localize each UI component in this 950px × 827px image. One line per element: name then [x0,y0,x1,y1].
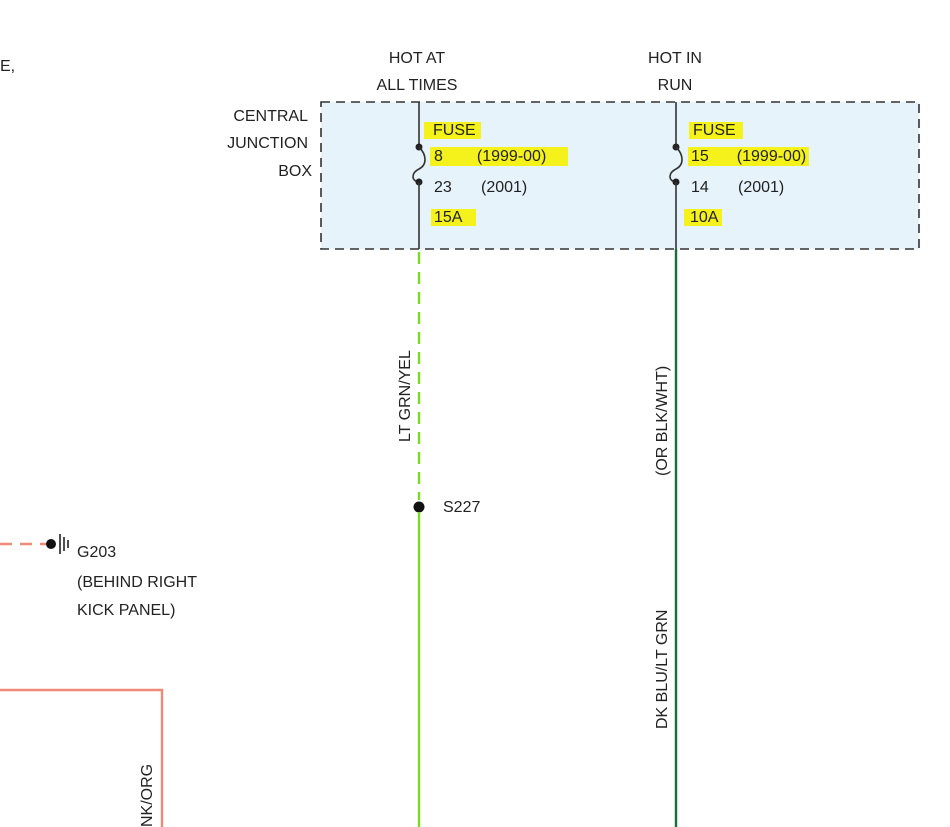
edge-text-fragment: E, [0,58,16,75]
wire-label-lt-grn-yel: LT GRN/YEL [397,350,414,442]
right-fuse-number-2001: 14 [691,179,709,196]
right-fuse-rating: 10A [684,209,723,226]
junction-box-label-line1: CENTRAL [233,108,308,125]
header-hot-at-line1: HOT AT [388,50,446,67]
wire-label-or-blk-wht: (OR BLK/WHT) [654,365,671,476]
left-fuse-title: FUSE [424,122,481,139]
ground-g203-dot [46,539,56,549]
junction-box-label-line2: JUNCTION [227,135,308,152]
left-fuse-rating: 15A [431,209,477,226]
wire-label-dk-blu-lt-grn: DK BLU/LT GRN [654,609,671,729]
left-fuse-symbol [412,146,426,183]
ground-location-line1: (BEHIND RIGHT [77,574,197,591]
ground-label: G203 [77,544,117,561]
ground-location-line2: KICK PANEL) [77,602,176,619]
left-fuse-number-1999: 8 [434,148,443,165]
header-hot-in-line2: RUN [657,77,693,94]
header-hot-in-line1: HOT IN [648,50,702,67]
splice-label: S227 [443,499,481,516]
right-fuse-symbol [669,146,683,183]
junction-box-label-line3: BOX [278,163,312,180]
left-fuse-years-1999: (1999-00) [476,148,547,165]
right-fuse-years-1999: (1999-00) [736,148,807,165]
left-fuse-number-2001: 23 [434,179,452,196]
wire-label-pnk-org: NK/ORG [139,763,156,827]
header-hot-at-line2: ALL TIMES [376,77,458,94]
wire-pink-org [0,688,164,827]
left-fuse-years-2001: (2001) [481,179,528,196]
right-fuse-title: FUSE [689,122,743,139]
right-fuse-number-1999: 15 [691,148,709,165]
junction-box-outline [320,101,920,250]
right-fuse-years-2001: (2001) [738,179,785,196]
splice-s227-dot [413,501,425,513]
